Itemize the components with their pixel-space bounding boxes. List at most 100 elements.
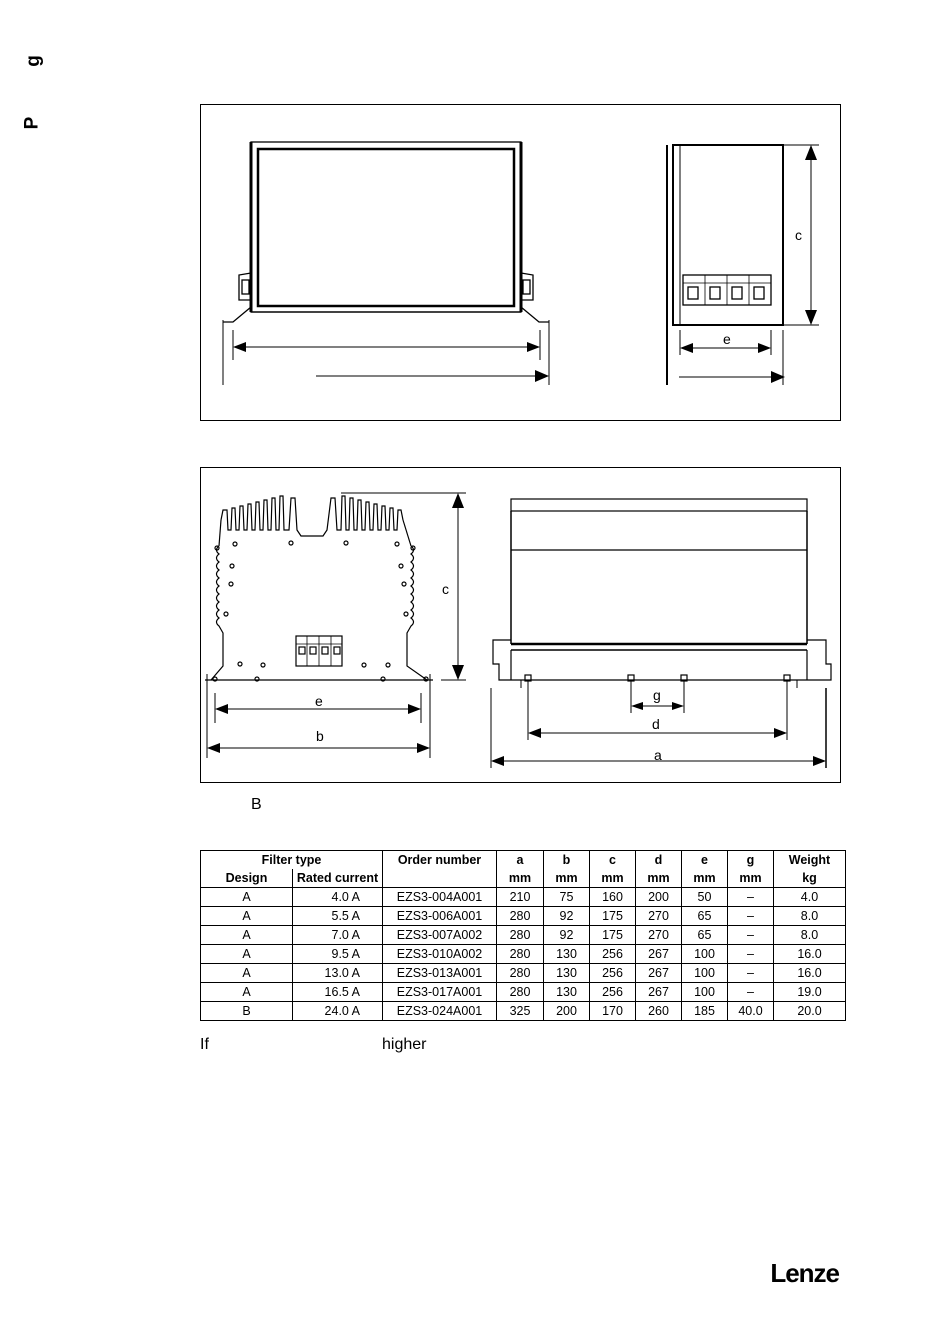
- header-filter-type: Filter type: [200, 850, 383, 869]
- dim-label-d: d: [652, 716, 660, 732]
- note-word-if: If: [200, 1036, 209, 1053]
- cell-d: 267: [635, 944, 682, 964]
- figure-caption: B: [251, 796, 262, 813]
- cell-e: 100: [681, 963, 728, 983]
- figure-design-b-drawing: c e b g d a: [205, 492, 832, 768]
- cell-d: 200: [635, 887, 682, 907]
- unit-c: mm: [589, 869, 636, 888]
- header-c: c: [589, 850, 636, 869]
- dim-label-e: e: [315, 693, 323, 709]
- cell-current: 5.5 A: [292, 906, 383, 926]
- cell-g: –: [727, 887, 774, 907]
- cell-c: 175: [589, 925, 636, 945]
- cell-b: 75: [543, 887, 590, 907]
- cell-a: 280: [496, 925, 544, 945]
- cell-design: A: [200, 906, 293, 926]
- unit-d: mm: [635, 869, 682, 888]
- cell-design: A: [200, 925, 293, 945]
- figure-design-b: c e b g d a: [200, 467, 841, 783]
- dim-label-c: c: [795, 227, 802, 243]
- cell-g: –: [727, 963, 774, 983]
- cell-b: 92: [543, 925, 590, 945]
- cell-c: 256: [589, 944, 636, 964]
- margin-letter-p: P: [21, 116, 43, 130]
- cell-a: 280: [496, 906, 544, 926]
- unit-b: mm: [543, 869, 590, 888]
- cell-weight: 8.0: [773, 925, 846, 945]
- cell-current: 13.0 A: [292, 963, 383, 983]
- cell-a: 210: [496, 887, 544, 907]
- cell-order: EZS3-013A001: [382, 963, 497, 983]
- cell-c: 170: [589, 1001, 636, 1021]
- cell-g: –: [727, 982, 774, 1002]
- cell-weight: 20.0: [773, 1001, 846, 1021]
- cell-e: 100: [681, 944, 728, 964]
- cell-d: 267: [635, 963, 682, 983]
- cell-weight: 16.0: [773, 963, 846, 983]
- cell-design: A: [200, 944, 293, 964]
- cell-current: 9.5 A: [292, 944, 383, 964]
- cell-weight: 16.0: [773, 944, 846, 964]
- dim-label-e: e: [723, 331, 731, 347]
- unit-a: mm: [496, 869, 544, 888]
- cell-c: 256: [589, 963, 636, 983]
- table-row: A 4.0 A EZS3-004A001 210 75 160 200 50 –…: [200, 887, 846, 907]
- cell-weight: 8.0: [773, 906, 846, 926]
- cell-d: 270: [635, 906, 682, 926]
- cell-design: B: [200, 1001, 293, 1021]
- cell-d: 260: [635, 1001, 682, 1021]
- cell-d: 267: [635, 982, 682, 1002]
- cell-b: 130: [543, 982, 590, 1002]
- cell-b: 130: [543, 944, 590, 964]
- cell-a: 280: [496, 963, 544, 983]
- cell-e: 50: [681, 887, 728, 907]
- cell-d: 270: [635, 925, 682, 945]
- header-a: a: [496, 850, 544, 869]
- header-order-number-unit: [382, 869, 497, 888]
- cell-c: 175: [589, 906, 636, 926]
- cell-current: 16.5 A: [292, 982, 383, 1002]
- table-row: A 13.0 A EZS3-013A001 280 130 256 267 10…: [200, 963, 846, 983]
- cell-order: EZS3-010A002: [382, 944, 497, 964]
- cell-order: EZS3-024A001: [382, 1001, 497, 1021]
- header-weight: Weight: [773, 850, 846, 869]
- cell-current: 24.0 A: [292, 1001, 383, 1021]
- cell-e: 65: [681, 925, 728, 945]
- cell-a: 280: [496, 982, 544, 1002]
- filter-dimensions-table: Filter type Order number a b c d e g Wei…: [200, 850, 846, 1021]
- cell-order: EZS3-006A001: [382, 906, 497, 926]
- cell-weight: 4.0: [773, 887, 846, 907]
- cell-g: 40.0: [727, 1001, 774, 1021]
- header-design: Design: [200, 869, 293, 888]
- dim-label-b: b: [316, 728, 324, 744]
- cell-order: EZS3-007A002: [382, 925, 497, 945]
- header-b: b: [543, 850, 590, 869]
- unit-g: mm: [727, 869, 774, 888]
- header-rated-current: Rated current: [292, 869, 383, 888]
- cell-current: 7.0 A: [292, 925, 383, 945]
- header-e: e: [681, 850, 728, 869]
- cell-b: 200: [543, 1001, 590, 1021]
- dim-label-g: g: [653, 687, 661, 703]
- cell-b: 130: [543, 963, 590, 983]
- header-order-number: Order number: [382, 850, 497, 869]
- header-g: g: [727, 850, 774, 869]
- cell-b: 92: [543, 906, 590, 926]
- header-d: d: [635, 850, 682, 869]
- cell-a: 280: [496, 944, 544, 964]
- cell-order: EZS3-017A001: [382, 982, 497, 1002]
- cell-weight: 19.0: [773, 982, 846, 1002]
- cell-current: 4.0 A: [292, 887, 383, 907]
- margin-letter-g: g: [22, 55, 44, 67]
- cell-g: –: [727, 906, 774, 926]
- cell-c: 256: [589, 982, 636, 1002]
- figure-design-a: c e: [200, 104, 841, 421]
- lenze-logo: Lenze: [770, 1258, 840, 1288]
- table-row: B 24.0 A EZS3-024A001 325 200 170 260 18…: [200, 1001, 846, 1021]
- table-row: A 5.5 A EZS3-006A001 280 92 175 270 65 –…: [200, 906, 846, 926]
- cell-design: A: [200, 887, 293, 907]
- cell-design: A: [200, 982, 293, 1002]
- cell-design: A: [200, 963, 293, 983]
- cell-c: 160: [589, 887, 636, 907]
- cell-a: 325: [496, 1001, 544, 1021]
